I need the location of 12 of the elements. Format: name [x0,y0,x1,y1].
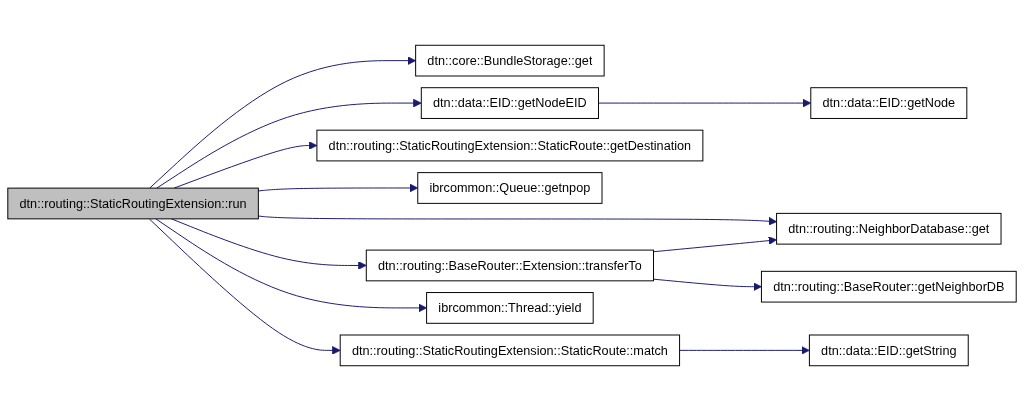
node-box: ibrcommon::Queue::getnpop [417,172,603,204]
node-box: dtn::routing::StaticRoutingExtension::StaticRoute::getDestination [316,129,704,162]
node-box: dtn::routing::NeighborDatabase::get [776,212,1002,245]
node-box: dtn::data::EID::getNodeEID [420,87,599,119]
node-box: dtn::routing::BaseRouter::getNeighborDB [760,270,1017,303]
node-box: dtn::routing::StaticRoutingExtension::run [7,187,259,220]
node-box: dtn::data::EID::getString [808,334,969,367]
node-box: dtn::data::EID::getNode [810,87,968,119]
node-box: dtn::routing::StaticRoutingExtension::StaticRoute::match [339,334,681,367]
node-box: dtn::routing::BaseRouter::Extension::transferTo [365,249,654,282]
node-box: ibrcommon::Thread::yield [426,292,594,324]
node-box: dtn::core::BundleStorage::get [415,44,605,77]
